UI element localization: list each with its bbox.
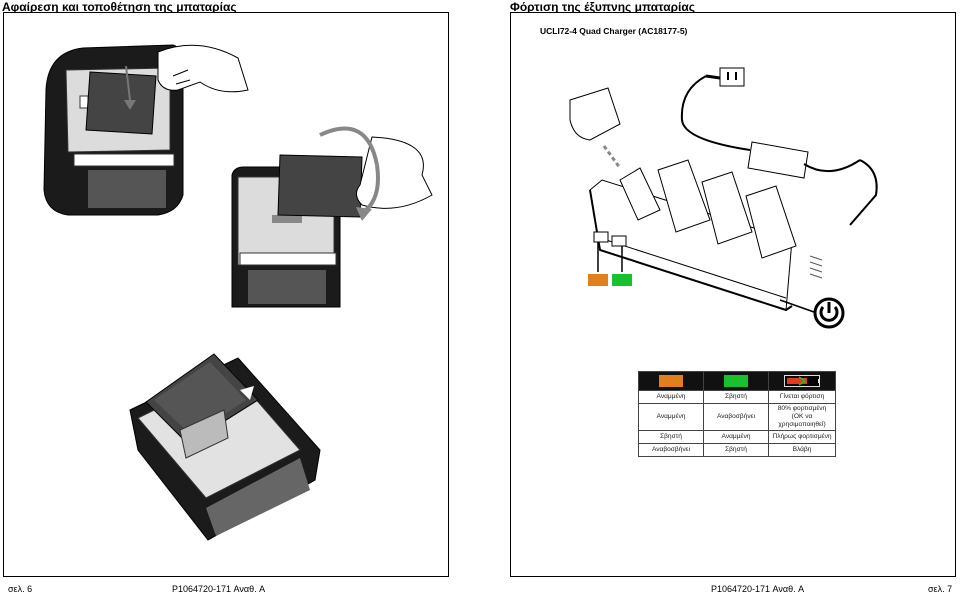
status-row: Σβηστή Αναμμένη Πλήρως φορτισμένη [638, 430, 836, 444]
quad-charger-illustration [569, 67, 878, 313]
left-page-title: Αφαίρεση και τοποθέτηση της μπαταρίας [2, 0, 237, 14]
amber-led-state: Αναμμένη [638, 390, 704, 404]
green-led-state: Αναβοσβήνει [703, 403, 769, 431]
charger-status-table: Αναμμένη Σβηστή Γίνεται φόρτιση Αναμμένη… [638, 371, 836, 457]
green-led-state: Αναμμένη [703, 430, 769, 444]
printer-battery-insert-illustration [231, 126, 433, 308]
status-row: Αναβοσβήνει Σβηστή Βλάβη [638, 443, 836, 457]
amber-led-state: Αναβοσβήνει [638, 443, 704, 457]
right-page-title: Φόρτιση της έξυπνης μπαταρίας [510, 0, 695, 14]
left-footer-page-number: σελ. 6 [8, 584, 33, 594]
status-row: Αναμμένη Αναβοσβήνει 80% φορτισμένη (OK … [638, 403, 836, 431]
green-led-header [703, 371, 769, 391]
green-led-state: Σβηστή [703, 443, 769, 457]
left-footer-document-number: P1064720-171 Αναθ. A [172, 584, 266, 594]
green-led-state: Σβηστή [703, 390, 769, 404]
left-page: Αφαίρεση και τοποθέτηση της μπαταρίας [0, 0, 480, 594]
amber-led-header [638, 371, 704, 391]
green-led-swatch [724, 375, 748, 387]
battery-state: Βλάβη [768, 443, 836, 457]
power-icon [813, 297, 845, 329]
battery-charging-icon [784, 375, 820, 387]
charger-model-subtitle: UCLI72-4 Quad Charger (AC18177-5) [540, 26, 688, 36]
status-table-header-row [638, 371, 836, 391]
amber-led-swatch [659, 375, 683, 387]
printer-angled-battery-illustration [129, 353, 321, 541]
right-footer-page-number: σελ. 7 [928, 584, 953, 594]
battery-state: Γίνεται φόρτιση [768, 390, 836, 404]
battery-state: 80% φορτισμένη (OK να χρησιμοποιηθεί) [768, 403, 836, 431]
amber-led-state: Σβηστή [638, 430, 704, 444]
battery-status-header [768, 371, 836, 391]
battery-state: Πλήρως φορτισμένη [768, 430, 836, 444]
right-footer-document-number: P1064720-171 Αναθ. A [711, 584, 805, 594]
status-row: Αναμμένη Σβηστή Γίνεται φόρτιση [638, 390, 836, 404]
printer-battery-removal-illustration [43, 44, 249, 216]
amber-led-state: Αναμμένη [638, 403, 704, 431]
